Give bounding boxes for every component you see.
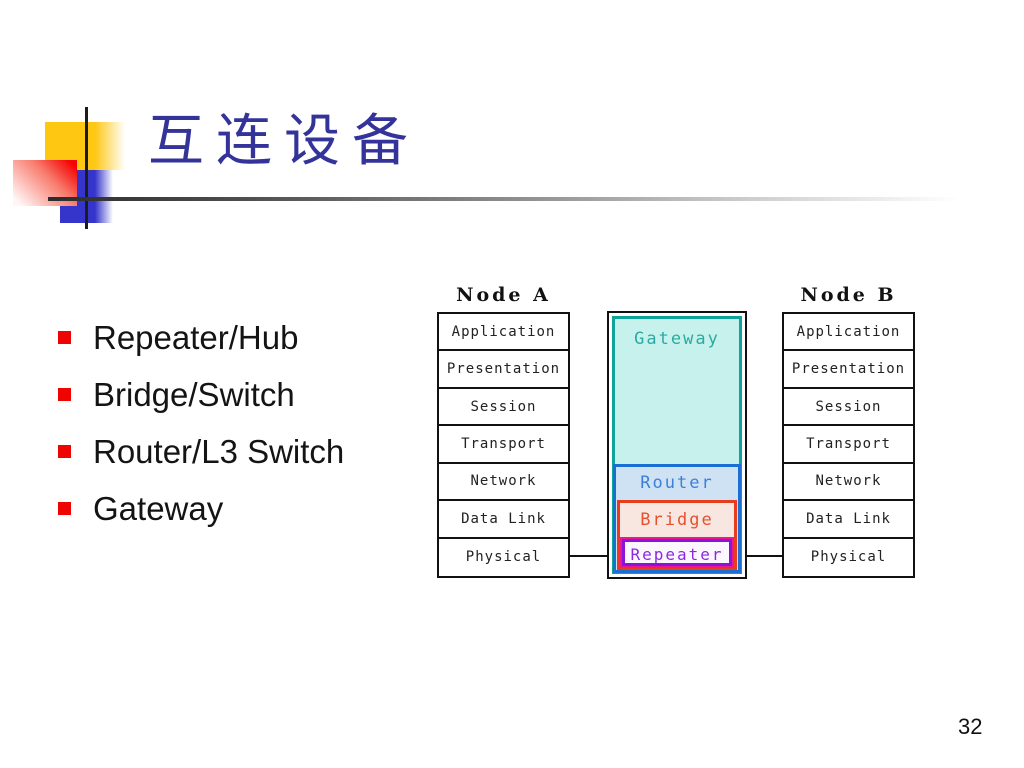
osi-layer: Data Link xyxy=(439,501,568,539)
bullet-square-icon xyxy=(58,388,71,401)
node-b-title: Node B xyxy=(800,284,897,306)
bullet-text: Repeater/Hub xyxy=(93,318,299,356)
list-item: Bridge/Switch xyxy=(58,366,344,423)
device-stack: Gateway Router Bridge Repeater xyxy=(607,311,747,579)
osi-layer: Transport xyxy=(784,426,913,464)
list-item: Gateway xyxy=(58,480,344,537)
osi-layer: Physical xyxy=(465,549,542,566)
page-title: 互连设备 xyxy=(148,111,420,173)
osi-layer: Transport xyxy=(439,426,568,464)
bullet-text: Gateway xyxy=(93,489,224,527)
node-a-title: Node A xyxy=(456,284,551,306)
title-underline xyxy=(48,197,960,201)
list-item: Repeater/Hub xyxy=(58,309,344,366)
decor-vertical-line xyxy=(85,107,88,229)
page-number: 32 xyxy=(958,714,983,739)
physical-link-left xyxy=(569,555,607,557)
physical-link-right xyxy=(746,555,782,557)
list-item: Router/L3 Switch xyxy=(58,423,344,480)
osi-layer: Application xyxy=(439,314,568,352)
osi-layer: Session xyxy=(784,389,913,427)
osi-layer: Network xyxy=(439,464,568,502)
bullet-square-icon xyxy=(58,445,71,458)
repeater-label: Repeater xyxy=(630,545,724,564)
osi-layer: Physical xyxy=(810,549,887,566)
osi-layer: Data Link xyxy=(784,501,913,539)
osi-layer: Session xyxy=(439,389,568,427)
bullet-square-icon xyxy=(58,331,71,344)
osi-layer: Presentation xyxy=(439,351,568,389)
gateway-label: Gateway xyxy=(634,329,720,349)
node-a-osi-stack: Application Presentation Session Transpo… xyxy=(437,312,570,578)
bullet-list: Repeater/Hub Bridge/Switch Router/L3 Swi… xyxy=(58,309,344,537)
bullet-square-icon xyxy=(58,502,71,515)
osi-layer: Network xyxy=(784,464,913,502)
osi-layer: Presentation xyxy=(784,351,913,389)
node-b-osi-stack: Application Presentation Session Transpo… xyxy=(782,312,915,578)
bullet-text: Bridge/Switch xyxy=(93,375,295,413)
router-label: Router xyxy=(640,473,714,493)
bullet-text: Router/L3 Switch xyxy=(93,432,345,470)
osi-layer: Application xyxy=(784,314,913,352)
bridge-label: Bridge xyxy=(640,510,714,530)
repeater-box: Repeater xyxy=(620,537,734,568)
